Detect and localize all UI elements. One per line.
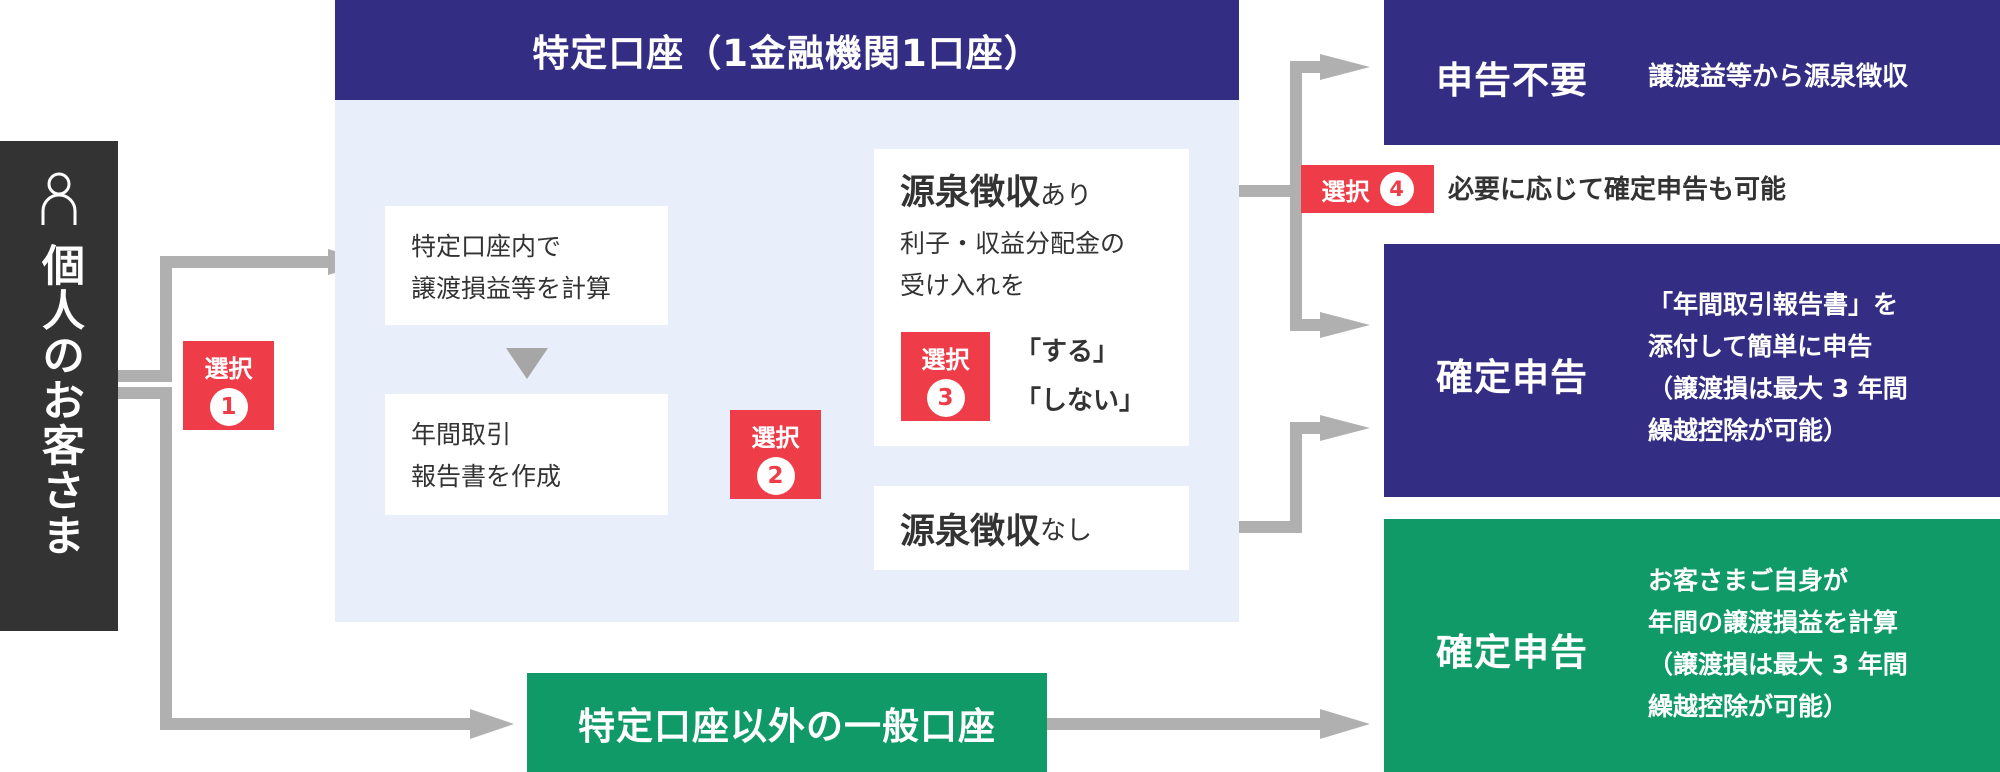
- tax-filing-line: （譲渡損は最大 3 年間: [1648, 374, 1908, 403]
- calc-box-line: 譲渡損益等を計算: [411, 274, 612, 303]
- option-suru: 「する」: [1015, 337, 1120, 367]
- calc-box-line: 特定口座内で: [411, 232, 562, 261]
- tax-filing-line: 添付して簡単に申告: [1648, 332, 1873, 361]
- option-shinai: 「しない」: [1015, 386, 1146, 416]
- withholding-no-title: 源泉徴収: [900, 511, 1041, 552]
- withholding-no-suffix: なし: [1040, 515, 1093, 546]
- tax-filing-line: 繰越控除が可能）: [1648, 692, 1849, 721]
- tax-filing-line: 年間の譲渡損益を計算: [1648, 608, 1899, 637]
- arrowhead-nofiling: [1320, 54, 1370, 80]
- no-filing-required-box: 申告不要 譲渡益等から源泉徴収: [1384, 0, 2000, 145]
- tax-filing-box-1: 確定申告 「年間取引報告書」を 添付して簡単に申告 （譲渡損は最大 3 年間 繰…: [1384, 244, 2000, 497]
- report-box-line: 報告書を作成: [411, 462, 562, 491]
- tax-filing-line: 「年間取引報告書」を: [1648, 290, 1899, 319]
- arrowhead-general: [470, 709, 514, 739]
- arrowhead-filing-3: [1320, 709, 1370, 739]
- optional-filing-note: 必要に応じて確定申告も可能: [1448, 175, 1787, 205]
- individual-customer-bar: 個人のお客さま: [0, 141, 118, 631]
- selection-label: 選択: [204, 355, 253, 383]
- tax-filing-box-2: 確定申告 お客さまご自身が 年間の譲渡損益を計算 （譲渡損は最大 3 年間 繰越…: [1384, 519, 2000, 772]
- withholding-yes-suffix: あり: [1040, 181, 1093, 211]
- general-account-box: 特定口座以外の一般口座: [527, 673, 1047, 772]
- connector-ari-to-nofiling: [1290, 61, 1322, 191]
- tax-filing-line: 繰越控除が可能）: [1648, 416, 1849, 445]
- selection-badge-3: 選択 3: [901, 332, 990, 421]
- tax-filing-line: お客さまご自身が: [1648, 566, 1849, 595]
- selection-number: 4: [1379, 172, 1414, 206]
- withholding-yes-title: 源泉徴収: [900, 173, 1041, 213]
- selection-number: 2: [756, 457, 795, 495]
- down-arrow-icon: [506, 348, 548, 379]
- annual-report-box: 年間取引 報告書を作成: [385, 394, 668, 515]
- no-filing-title: 申告不要: [1436, 59, 1588, 102]
- tax-filing-title: 確定申告: [1436, 631, 1588, 674]
- selection-label: 選択: [751, 424, 800, 452]
- selection-label: 選択: [1321, 177, 1370, 206]
- person-icon: [41, 172, 77, 225]
- connector-nashi-to-filing: [1189, 422, 1322, 533]
- individual-customer-label: 個人のお客さま: [34, 243, 85, 558]
- connector-ari-to-filing: [1290, 191, 1322, 331]
- withholding-yes-desc-line: 受け入れを: [900, 271, 1026, 300]
- selection-badge-2: 選択 2: [730, 410, 821, 499]
- tokutei-account-header: 特定口座（1金融機関1口座）: [335, 0, 1239, 100]
- calc-profit-loss-box: 特定口座内で 譲渡損益等を計算: [385, 206, 668, 325]
- tax-filing-line: （譲渡損は最大 3 年間: [1648, 650, 1908, 679]
- connector-person-to-tokutei: [118, 256, 330, 382]
- withholding-no-box: 源泉徴収なし: [874, 486, 1189, 570]
- arrowhead-filing-2: [1320, 415, 1370, 441]
- report-box-line: 年間取引: [411, 420, 512, 449]
- selection-number: 1: [209, 388, 248, 426]
- selection-number: 3: [926, 379, 965, 417]
- arrowhead-filing-1: [1320, 312, 1370, 338]
- selection-badge-1: 選択 1: [183, 341, 274, 430]
- withholding-yes-desc-line: 利子・収益分配金の: [900, 229, 1126, 258]
- connector-person-to-general: [118, 387, 472, 730]
- no-filing-note: 譲渡益等から源泉徴収: [1648, 62, 1909, 92]
- tax-filing-title: 確定申告: [1436, 356, 1588, 399]
- selection-label: 選択: [921, 346, 970, 374]
- selection-badge-4: 選択 4: [1301, 165, 1434, 213]
